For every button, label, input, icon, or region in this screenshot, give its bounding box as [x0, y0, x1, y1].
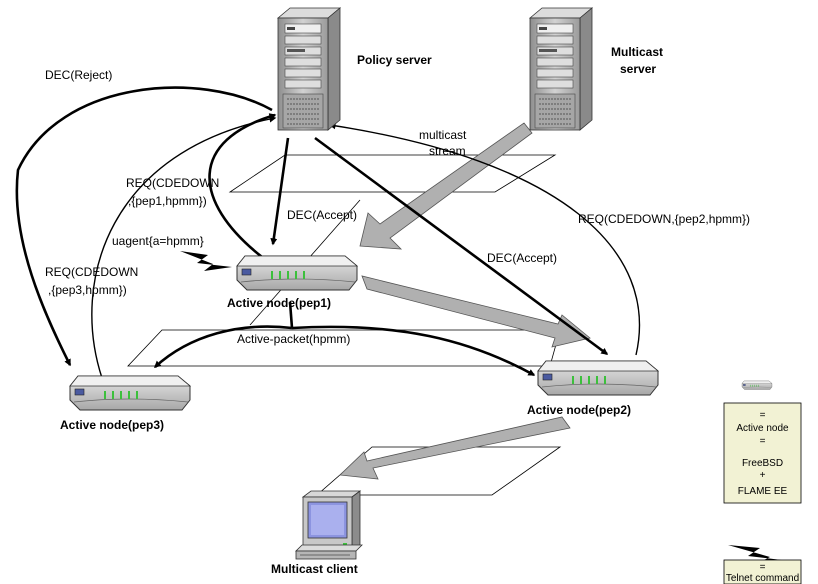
pep2-label: Active node(pep2)	[527, 403, 631, 417]
dec-accept-pep2-arrow	[314, 136, 609, 356]
dec-accept-pep2-label: DEC(Accept)	[487, 251, 557, 265]
network-plane-top	[228, 154, 557, 193]
legend-node-icon	[741, 380, 773, 390]
pep2-node-icon	[537, 360, 659, 396]
multicast-server-icon	[529, 7, 593, 131]
multicast-client-label: Multicast client	[271, 562, 358, 576]
stream-arrow-pep2-client	[339, 416, 571, 480]
legend-node-box	[723, 402, 802, 504]
legend-node-line: =	[760, 436, 766, 447]
multicast-server-label-2: server	[620, 62, 656, 76]
legend-telnet-box	[723, 559, 802, 584]
network-plane-bottom	[315, 446, 562, 496]
legend-node-line: +	[760, 470, 766, 481]
req-pep2-label: REQ(CDEDOWN,{pep2,hpmm})	[578, 212, 750, 226]
dec-reject-arrow	[15, 86, 273, 367]
pep3-node-icon	[69, 375, 191, 411]
multicast-stream-label-1: multicast	[419, 128, 467, 142]
policy-server-icon	[277, 7, 341, 131]
uagent-label: uagent{a=hpmm}	[112, 234, 204, 248]
multicast-client-icon	[295, 490, 363, 560]
telnet-bolt-icon	[180, 251, 232, 271]
multicast-stream-arrow	[359, 122, 533, 250]
legend-node-line: Active node	[736, 423, 789, 434]
dec-accept-pep1-arrow	[270, 137, 290, 246]
legend-node-line: FLAME EE	[738, 486, 788, 497]
pep1-node-icon	[236, 255, 358, 291]
dec-reject-label: DEC(Reject)	[45, 68, 112, 82]
multicast-server-label-1: Multicast	[611, 45, 663, 59]
dec-accept-pep1-label: DEC(Accept)	[287, 208, 357, 222]
req-pep3-arrow	[91, 115, 277, 379]
req-pep1-label-1: REQ(CDEDOWN	[126, 176, 219, 190]
stream-arrow-pep1-pep2	[361, 275, 591, 348]
active-packet-arrow-left	[153, 325, 293, 368]
req-pep3-label-1: REQ(CDEDOWN	[45, 265, 138, 279]
legend-node-line: =	[760, 410, 766, 421]
req-pep3-label-2: ,{pep3,hpmm})	[48, 283, 127, 297]
req-pep1-label-2: ,{pep1,hpmm})	[128, 194, 207, 208]
pep3-label: Active node(pep3)	[60, 418, 164, 432]
multicast-stream-label-2: stream	[429, 144, 466, 158]
active-packet-arrow-right	[291, 325, 536, 377]
active-packet-stem	[288, 301, 294, 329]
pep1-label: Active node(pep1)	[227, 296, 331, 310]
req-pep1-arrow	[208, 113, 277, 259]
legend-telnet-line: =	[760, 562, 766, 573]
active-packet-label: Active-packet(hpmm)	[237, 332, 350, 346]
legend-node-line: FreeBSD	[742, 458, 783, 469]
legend-telnet-bolt-icon	[728, 545, 790, 563]
legend-telnet-line: Telnet command	[726, 573, 799, 584]
req-pep2-arrow	[328, 122, 641, 356]
policy-server-label: Policy server	[357, 53, 432, 67]
